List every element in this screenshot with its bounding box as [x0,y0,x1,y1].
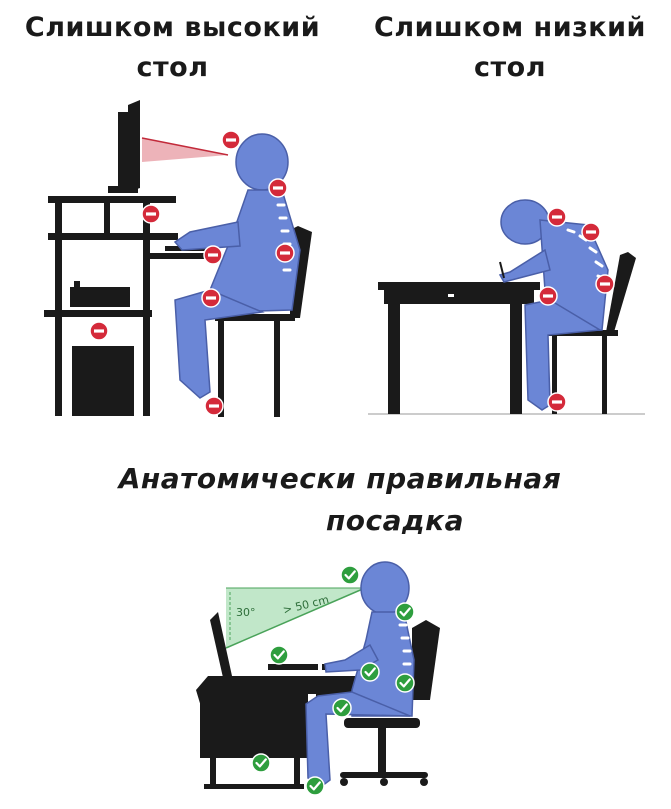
minus-circle-icon [268,178,288,198]
minus-circle-icon [547,207,567,227]
check-circle-icon [394,601,416,623]
scene-too-high [44,100,312,417]
minus-circle-icon [547,392,567,412]
minus-circle-icon [141,204,161,224]
check-circle-icon [339,564,361,586]
tall-desk [44,196,210,416]
minus-circle-icon [275,243,295,263]
scene-too-low [368,199,645,415]
chair-low [548,252,636,414]
heading-too-high: Слишком высокий стол [5,8,340,88]
check-circle-icon [250,752,272,774]
heading-too-high-line2: стол [136,52,209,83]
minus-circle-icon [595,274,615,294]
check-circle-icon [359,661,381,683]
minus-circle-icon [581,222,601,242]
monitor-high [108,100,140,193]
heading-correct-line2: посадка [325,504,465,537]
check-circle-icon [304,775,326,797]
ergonomic-desk [196,676,360,789]
minus-circle-icon [538,286,558,306]
check-circle-icon [268,644,290,666]
sight-line-bad [142,138,228,162]
heading-correct-line1: Анатомически правильная [118,462,562,495]
minus-circle-icon [89,321,109,341]
office-chair [340,620,440,786]
heading-too-low-line1: Слишком низкий [374,12,646,43]
heading-too-high-line1: Слишком высокий [24,12,321,43]
heading-too-low-line2: стол [474,52,546,83]
low-table [378,282,540,414]
minus-circle-icon [221,130,241,150]
heading-too-low: Слишком низкий стол [355,8,665,88]
check-circle-icon [394,672,416,694]
check-circle-icon [331,697,353,719]
angle-label: 30° [236,606,256,619]
minus-circle-icon [203,245,223,265]
scene-correct: 30° > 50 cm [196,561,440,797]
person-slouch-high [173,133,301,399]
minus-circle-icon [204,396,224,416]
keyboard [268,664,318,670]
minus-circle-icon [201,288,221,308]
heading-correct: Анатомически правильная посадка [60,458,620,542]
